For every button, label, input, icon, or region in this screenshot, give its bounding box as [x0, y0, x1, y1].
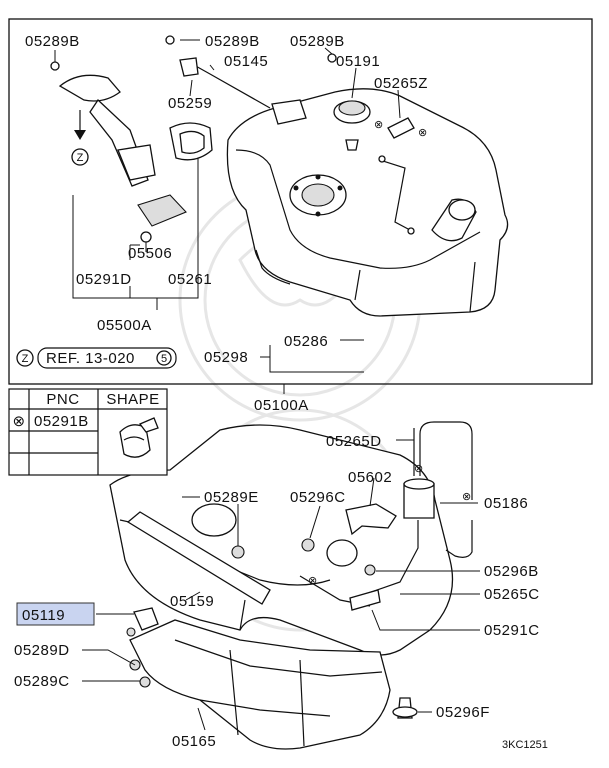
fuel-tank-upper: ⊗ ⊗	[184, 59, 509, 317]
label-05286[interactable]: 05286	[284, 333, 328, 350]
label-05186[interactable]: 05186	[484, 495, 528, 512]
shape-legend-table: PNC SHAPE ⊗ 05291B	[8, 388, 168, 476]
label-05259[interactable]: 05259	[168, 95, 212, 112]
ref-text: REF. 13-020	[46, 350, 135, 367]
label-05289d[interactable]: 05289D	[14, 642, 70, 659]
hose-clamp-symbol-right: ⊗	[418, 127, 427, 139]
arrow-ref-marker: Z	[77, 152, 84, 164]
table-header-shape: SHAPE	[106, 391, 159, 408]
leader-lines	[54, 39, 480, 731]
label-05165[interactable]: 05165	[172, 733, 216, 750]
label-05289e[interactable]: 05289E	[204, 489, 259, 506]
label-05265c[interactable]: 05265C	[484, 586, 540, 603]
reference-note: Z REF. 13-020 5	[16, 347, 177, 369]
hose-clamp-symbol-top: ⊗	[414, 463, 423, 475]
label-05296f[interactable]: 05296F	[436, 704, 490, 721]
hose-clamp-symbol-left: ⊗	[374, 119, 383, 131]
label-05296b[interactable]: 05296B	[484, 563, 539, 580]
label-05602[interactable]: 05602	[348, 469, 392, 486]
highlight-05119	[16, 602, 95, 626]
label-05159[interactable]: 05159	[170, 593, 214, 610]
label-05298[interactable]: 05298	[204, 349, 248, 366]
hose-clamp-symbol-canister: ⊗	[462, 491, 471, 503]
ref-marker-z: Z	[22, 353, 29, 365]
label-05265z[interactable]: 05265Z	[374, 75, 428, 92]
label-05289c[interactable]: 05289C	[14, 673, 70, 690]
clamp-shape-icon	[119, 417, 159, 458]
label-05191[interactable]: 05191	[336, 53, 380, 70]
table-header-pnc: PNC	[46, 391, 79, 408]
label-05291c[interactable]: 05291C	[484, 622, 540, 639]
ref-circled-number: 5	[161, 353, 167, 365]
label-05291d[interactable]: 05291D	[76, 271, 132, 288]
label-05119[interactable]: 05119	[22, 607, 65, 624]
label-05261[interactable]: 05261	[168, 271, 212, 288]
hose-clamp-symbol-lower: ⊗	[308, 575, 317, 587]
part-labels: 05289B 05289B 05289B 05145 05191 05259 0…	[14, 33, 548, 751]
label-05289b-right[interactable]: 05289B	[290, 33, 345, 50]
fuel-tank-lower: ⊗ ⊗ ⊗	[109, 421, 473, 750]
label-05145[interactable]: 05145	[224, 53, 268, 70]
fuel-pump-module: Z	[50, 35, 337, 243]
label-05289b-left[interactable]: 05289B	[25, 33, 80, 50]
label-05265d[interactable]: 05265D	[326, 433, 382, 450]
label-05100a[interactable]: 05100A	[254, 397, 309, 414]
upper-assembly-frame	[8, 18, 593, 385]
label-05289b-center[interactable]: 05289B	[205, 33, 260, 50]
label-05506[interactable]: 05506	[128, 245, 172, 262]
clamp-symbol: ⊗	[12, 413, 25, 430]
diagram-code: 3KC1251	[502, 739, 548, 751]
label-05500a[interactable]: 05500A	[97, 317, 152, 334]
table-pnc-05291b: 05291B	[34, 413, 89, 430]
label-05296c[interactable]: 05296C	[290, 489, 346, 506]
